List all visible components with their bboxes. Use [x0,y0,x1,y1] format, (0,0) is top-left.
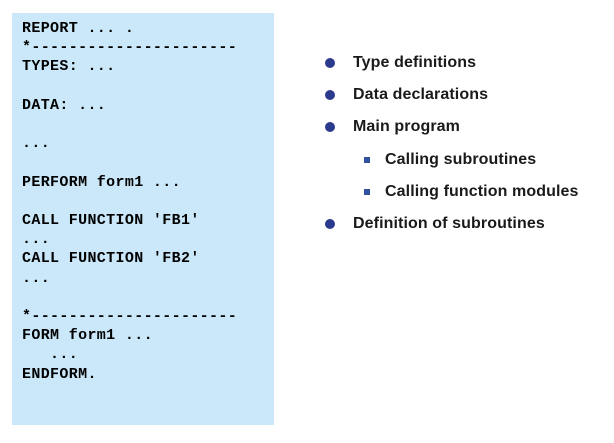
code-line: REPORT ... . [22,20,135,37]
bullet-item: Data declarations [325,79,610,111]
bullet-dot-icon [325,219,335,230]
code-line: CALL FUNCTION 'FB1' [22,211,200,229]
code-line: *---------------------- [22,39,238,57]
code-line: DATA: ... [22,96,107,114]
bullet-square-icon [364,156,370,163]
bullet-dot-icon [325,58,335,69]
bullet-label: Data declarations [353,86,489,104]
code-line [22,153,270,172]
bullet-label: Calling function modules [385,182,579,200]
code-line: ... [22,135,51,153]
code-line: CALL FUNCTION 'FB2' [22,250,200,268]
bullet-label: Calling subroutines [385,150,537,168]
code-line: ... [22,269,51,287]
code-line: ... [22,346,79,364]
bullet-item: Type definitions [325,47,610,79]
bullet-label: Type definitions [353,54,477,72]
sub-bullet-item: Calling function modules [325,176,610,208]
abap-code-panel: REPORT ... .*----------------------TYPES… [12,13,274,425]
bullet-dot-icon [325,122,335,133]
bullet-label: Definition of subroutines [353,215,545,233]
code-line [22,288,270,307]
bullet-dot-icon [325,90,335,101]
bullet-square-icon [364,188,370,195]
bullet-item: Main program [325,111,610,143]
code-line: TYPES: ... [22,58,116,76]
sub-bullet-item: Calling subroutines [325,144,610,176]
code-line: PERFORM form1 ... [22,173,181,191]
code-line: ENDFORM. [22,365,97,383]
bullet-item: Definition of subroutines [325,208,610,240]
code-line: FORM form1 ... [22,327,153,345]
code-line [22,115,270,134]
code-line: ... [22,231,51,249]
code-line [22,192,270,211]
bullet-label: Main program [353,118,460,136]
code-block: REPORT ... .*----------------------TYPES… [12,13,274,384]
code-line [22,77,270,96]
code-line: *---------------------- [22,307,238,325]
